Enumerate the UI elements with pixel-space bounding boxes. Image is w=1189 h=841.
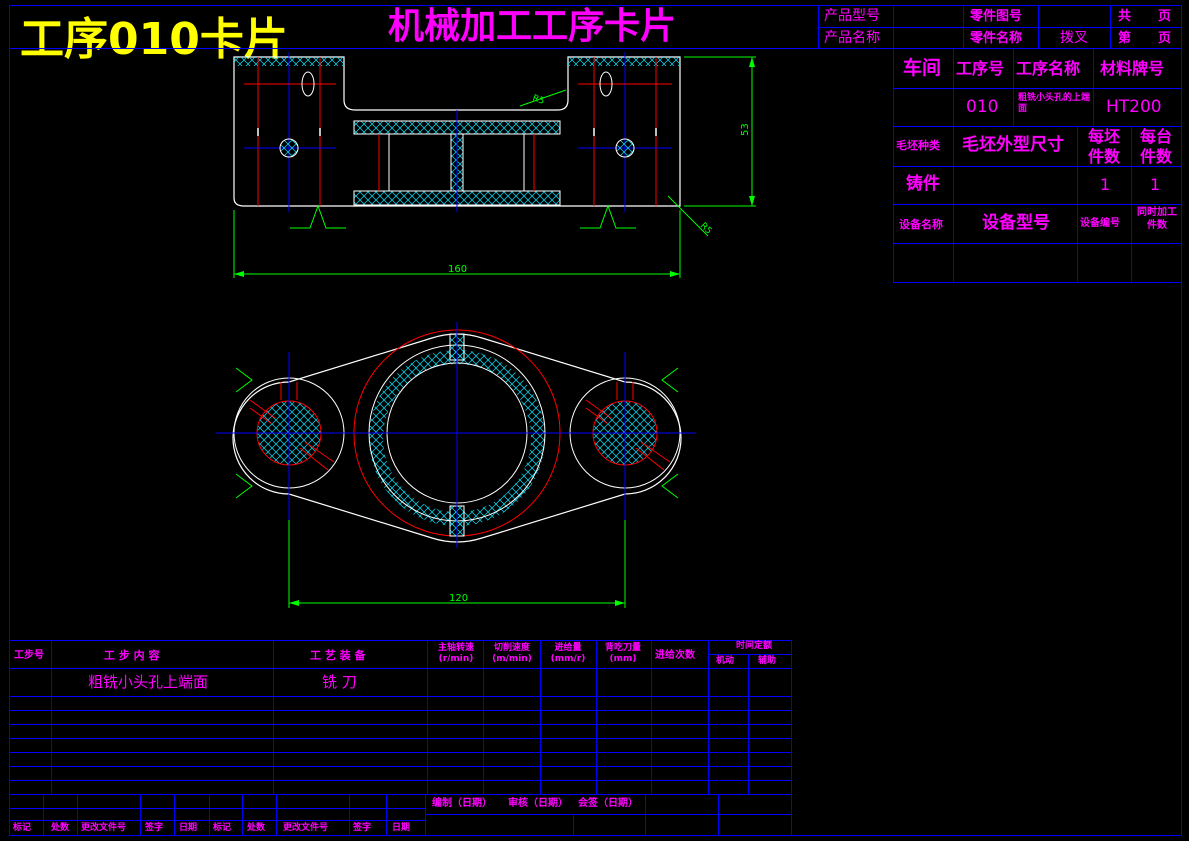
top-view: 120 — [216, 322, 696, 608]
total-label: 共 — [1118, 9, 1132, 24]
page-label: 页 — [1158, 9, 1172, 24]
op-no-value: 010 — [966, 97, 999, 117]
per-unit-value: 1 — [1150, 175, 1161, 194]
revision-label: 签字 — [353, 823, 372, 833]
product-name-label: 产品名称 — [824, 30, 880, 46]
part-drawing-label: 零件图号 — [970, 9, 1023, 24]
blank-type-label: 毛坯种类 — [896, 139, 940, 152]
dim-r5-top-label: R5 — [531, 93, 546, 106]
part-name-value: 拨叉 — [1060, 30, 1088, 46]
per-unit-label: 每台件数 — [1139, 127, 1172, 166]
op-name-value: 粗铣小头孔的上端面 — [1018, 93, 1091, 114]
col-machine: 机动 — [716, 656, 735, 666]
revision-label: 日期 — [392, 823, 411, 833]
col-time: 时间定额 — [736, 641, 773, 651]
dim-height-label: 53 — [740, 123, 751, 136]
main-title: 机械加工工序卡片 — [388, 6, 677, 47]
review-label: 审核（日期） — [508, 798, 568, 809]
revision-label: 处数 — [247, 823, 266, 833]
part-name-label: 零件名称 — [970, 31, 1023, 46]
material-label: 材料牌号 — [1100, 59, 1165, 78]
step-row-equipment: 铣 刀 — [322, 673, 357, 691]
col-feed: 进给量(mm/r) — [550, 643, 586, 664]
op-name-label: 工序名称 — [1016, 59, 1081, 78]
blank-size-label: 毛坯外型尺寸 — [962, 135, 1064, 155]
dim-r5-bottom-label: R5 — [698, 221, 714, 237]
front-view: 160 53 R5 R5 — [233, 52, 756, 278]
blank-type-value: 铸件 — [906, 174, 940, 194]
revision-label: 日期 — [179, 823, 198, 833]
revision-label: 更改文件号 — [81, 823, 127, 833]
per-blank-value: 1 — [1100, 175, 1111, 194]
product-model-label: 产品型号 — [824, 8, 880, 24]
sign-label: 会签（日期） — [578, 798, 638, 809]
equip-model-label: 设备型号 — [982, 213, 1050, 233]
col-spindle: 主轴转速(r/min) — [437, 643, 474, 664]
per-blank-label: 每坯件数 — [1087, 127, 1120, 166]
revision-label: 更改文件号 — [283, 823, 329, 833]
revision-label: 标记 — [13, 823, 32, 833]
revision-label: 签字 — [145, 823, 164, 833]
equip-name-label: 设备名称 — [899, 218, 943, 231]
col-depth: 背吃刀量(mm) — [604, 643, 641, 664]
col-content: 工 步 内 容 — [104, 649, 160, 662]
revision-label: 处数 — [51, 823, 70, 833]
card-title: 工序010卡片 — [20, 14, 288, 65]
col-equipment: 工 艺 装 备 — [310, 649, 366, 662]
revision-label: 标记 — [213, 823, 232, 833]
col-cut-speed: 切削速度(m/min) — [492, 643, 532, 664]
op-no-label: 工序号 — [956, 59, 1005, 78]
col-passes: 进给次数 — [655, 650, 695, 661]
step-row-content: 粗铣小头孔上端面 — [88, 673, 209, 691]
equip-no-label: 设备编号 — [1080, 218, 1120, 229]
simul-label: 同时加工件数 — [1137, 207, 1177, 231]
material-value: HT200 — [1106, 97, 1162, 117]
col-step-no: 工步号 — [14, 650, 44, 661]
compile-label: 编制（日期） — [432, 798, 492, 809]
sheet-page-label: 页 — [1158, 31, 1172, 46]
col-aux: 辅助 — [758, 656, 777, 666]
workshop-label: 车间 — [903, 57, 942, 79]
sheet-label: 第 — [1118, 31, 1132, 46]
dim-center-label: 120 — [449, 593, 468, 604]
dim-length-label: 160 — [448, 264, 467, 275]
